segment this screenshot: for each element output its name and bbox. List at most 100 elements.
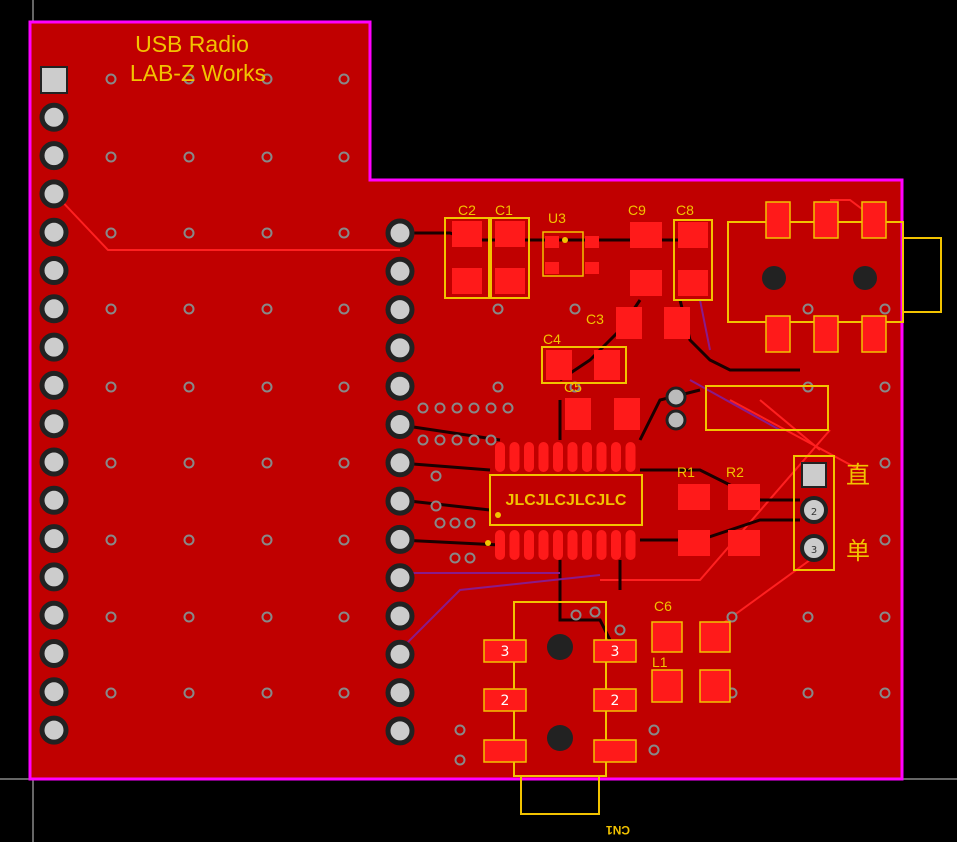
c4-component	[541, 346, 627, 384]
l1-label: L1	[652, 654, 668, 670]
header-pin	[385, 716, 415, 746]
via	[468, 402, 480, 414]
via	[648, 744, 660, 756]
via	[492, 381, 504, 393]
via	[449, 552, 461, 564]
via	[485, 434, 497, 446]
via	[183, 457, 195, 469]
header-pin	[39, 600, 69, 630]
chip-pin	[567, 530, 578, 560]
via	[261, 73, 273, 85]
via	[434, 434, 446, 446]
via	[434, 402, 446, 414]
c9-label: C9	[628, 202, 646, 218]
header-pin	[385, 371, 415, 401]
cn1-pad-2b: 2	[611, 693, 620, 709]
header-pin	[385, 601, 415, 631]
chip-pin	[509, 442, 520, 472]
via	[879, 611, 891, 623]
via	[183, 687, 195, 699]
via	[879, 303, 891, 315]
header-pin	[39, 332, 69, 362]
chip-pin	[567, 442, 578, 472]
header-pin	[39, 677, 69, 707]
via	[261, 227, 273, 239]
via	[430, 500, 442, 512]
via	[105, 687, 117, 699]
header-pin	[385, 486, 415, 516]
cn1-pad-3a: 3	[501, 644, 510, 660]
via	[449, 517, 461, 529]
chip-marking: JLCJLCJLCJLC	[506, 492, 627, 509]
via	[802, 611, 814, 623]
via	[648, 724, 660, 736]
via	[589, 606, 601, 618]
c3-component	[616, 307, 690, 339]
header-pin	[385, 678, 415, 708]
board-title-line2: LAB-Z Works	[130, 60, 266, 86]
c2-label: C2	[458, 202, 476, 218]
via	[183, 227, 195, 239]
c3-label: C3	[586, 311, 604, 327]
via	[879, 534, 891, 546]
via	[570, 609, 582, 621]
glyph-top: 直	[846, 462, 870, 489]
chip-pin	[596, 442, 607, 472]
via	[105, 303, 117, 315]
audio-jack-top	[727, 201, 942, 353]
r2-component	[728, 484, 760, 556]
chip-pin	[611, 530, 621, 560]
cn1-pad-2a: 2	[501, 693, 510, 709]
header-pin	[385, 333, 415, 363]
glyph-bottom: 单	[846, 538, 870, 565]
c1-label: C1	[495, 202, 513, 218]
header-pin	[39, 141, 69, 171]
via	[183, 303, 195, 315]
header-pin	[39, 447, 69, 477]
via	[802, 303, 814, 315]
left-pin-header	[39, 66, 69, 745]
via	[451, 402, 463, 414]
via	[454, 754, 466, 766]
two-pin-header	[665, 385, 829, 431]
via	[105, 73, 117, 85]
via	[183, 611, 195, 623]
header-pin	[385, 218, 415, 248]
header-pin	[39, 524, 69, 554]
via	[261, 687, 273, 699]
r2-label: R2	[726, 464, 744, 480]
middle-pin-header	[385, 218, 415, 746]
chip-pin	[538, 530, 549, 560]
via	[430, 470, 442, 482]
via	[338, 457, 350, 469]
via	[261, 381, 273, 393]
header-pin	[39, 102, 69, 132]
header-pin	[39, 256, 69, 285]
via	[454, 724, 466, 736]
header-pin	[385, 563, 415, 593]
chip-pin	[524, 530, 534, 560]
cn1-pad-3b: 3	[611, 644, 620, 660]
via	[485, 402, 497, 414]
c4-label: C4	[543, 331, 561, 347]
via	[338, 381, 350, 393]
via	[105, 611, 117, 623]
via	[879, 381, 891, 393]
chip-pin	[553, 442, 563, 472]
via	[502, 402, 514, 414]
via	[338, 73, 350, 85]
via	[338, 151, 350, 163]
via	[183, 381, 195, 393]
l1-component	[651, 669, 731, 703]
via-grid	[105, 73, 891, 766]
via	[105, 227, 117, 239]
header-pin	[39, 562, 69, 592]
header-pin	[385, 448, 415, 478]
header-pin	[39, 715, 69, 745]
via	[726, 611, 738, 623]
via	[261, 534, 273, 546]
u3-regulator	[542, 231, 599, 277]
via	[464, 552, 476, 564]
c2-component	[444, 217, 490, 299]
